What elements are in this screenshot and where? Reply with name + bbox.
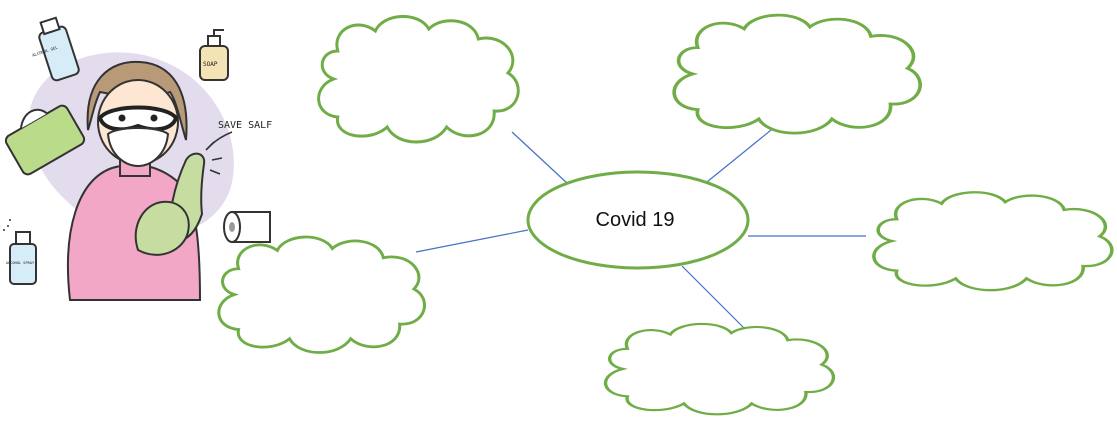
- hair: [86, 60, 188, 141]
- goggles: [97, 105, 179, 132]
- cloud-node-bottom[interactable]: [603, 322, 836, 417]
- wipes-pack: [4, 104, 86, 176]
- left-eye: [118, 114, 126, 122]
- connector-left: [415, 229, 529, 253]
- soap-bottle: [199, 29, 229, 81]
- soap-label: SOAP: [203, 61, 218, 68]
- central-topic-node[interactable]: [526, 170, 750, 270]
- face-mask: [106, 127, 170, 168]
- lower-glove: [134, 200, 190, 256]
- cloud-node-top-right[interactable]: [672, 13, 923, 135]
- illustration-caption: SAVE SALF: [218, 120, 272, 131]
- cloud-node-top-left[interactable]: [317, 14, 520, 144]
- cloud-node-left[interactable]: [217, 235, 427, 355]
- central-topic-label: Covid 19: [595, 209, 675, 231]
- cloud-node-right[interactable]: [872, 190, 1114, 292]
- toilet-paper-roll: [223, 211, 271, 243]
- connector-top-right: [701, 125, 777, 187]
- branch-connectors: [415, 125, 866, 329]
- hygiene-illustration: SAVE SALF ALCOHOL GEL SOAP ALCOHOL SPRAY: [3, 16, 272, 301]
- connector-bottom: [681, 265, 745, 329]
- caption-arrow: [209, 131, 233, 147]
- connector-top-left: [511, 131, 569, 185]
- right-eye: [150, 114, 158, 122]
- alcohol-spray-bottle: [3, 219, 37, 285]
- alcohol-gel-tube: [38, 16, 80, 82]
- spray-label: ALCOHOL SPRAY: [6, 261, 35, 265]
